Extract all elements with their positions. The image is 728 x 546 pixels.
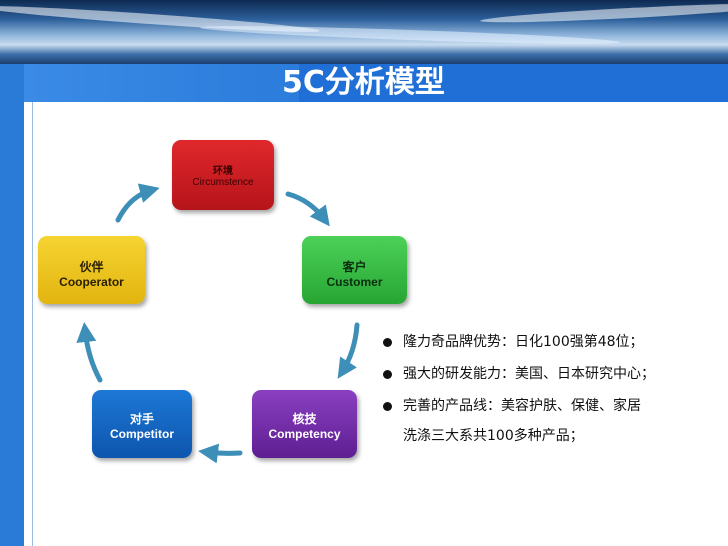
bullet-text: 完善的产品线：美容护肤、保健、家居 xyxy=(403,398,641,414)
node-competency: 核技 Competency xyxy=(252,390,357,458)
node-label-en: Cooperator xyxy=(59,275,124,289)
bullet-text: 隆力奇品牌优势：日化100强第48位； xyxy=(403,334,644,350)
arrow-competency-to-competitor xyxy=(198,443,243,464)
arrow-competitor-to-cooperator xyxy=(76,322,103,383)
arrow-customer-to-competency xyxy=(337,322,360,379)
arrow-environment-to-customer xyxy=(285,191,330,227)
node-competitor: 对手 Competitor xyxy=(92,390,192,458)
node-label-zh: 环境 xyxy=(213,166,233,177)
node-label-zh: 伙伴 xyxy=(79,260,104,274)
node-cooperator: 伙伴 Cooperator xyxy=(38,236,145,304)
node-label-en: Customer xyxy=(326,275,383,289)
title-band-highlight xyxy=(24,64,299,102)
header-banner xyxy=(0,0,728,64)
node-label-zh: 客户 xyxy=(342,260,367,274)
left-divider-line xyxy=(32,102,33,546)
node-label-en: Competitor xyxy=(110,427,174,441)
arrow-cooperator-to-environment xyxy=(115,183,160,223)
node-label-zh: 对手 xyxy=(129,412,154,426)
node-label-zh: 核技 xyxy=(292,412,317,426)
node-customer: 客户 Customer xyxy=(302,236,407,304)
node-label-en: Circumstence xyxy=(192,177,254,188)
page-title: 5C分析模型 xyxy=(282,65,445,100)
bullet-dot-icon xyxy=(383,338,392,347)
node-label-en: Competency xyxy=(268,427,341,441)
bullet-item: 完善的产品线：美容护肤、保健、家居 洗涤三大系共100多种产品； xyxy=(383,396,723,446)
node-environment: 环境 Circumstence xyxy=(172,140,274,210)
bullet-dot-icon xyxy=(383,402,392,411)
bullet-text-continued: 洗涤三大系共100多种产品； xyxy=(403,428,584,444)
bullet-item: 隆力奇品牌优势：日化100强第48位； xyxy=(383,332,723,352)
bullet-list: 隆力奇品牌优势：日化100强第48位； 强大的研发能力：美国、日本研究中心； 完… xyxy=(383,332,723,458)
bullet-item: 强大的研发能力：美国、日本研究中心； xyxy=(383,364,723,384)
bullet-text: 强大的研发能力：美国、日本研究中心； xyxy=(403,366,655,382)
bullet-dot-icon xyxy=(383,370,392,379)
left-accent-bar xyxy=(0,64,24,546)
